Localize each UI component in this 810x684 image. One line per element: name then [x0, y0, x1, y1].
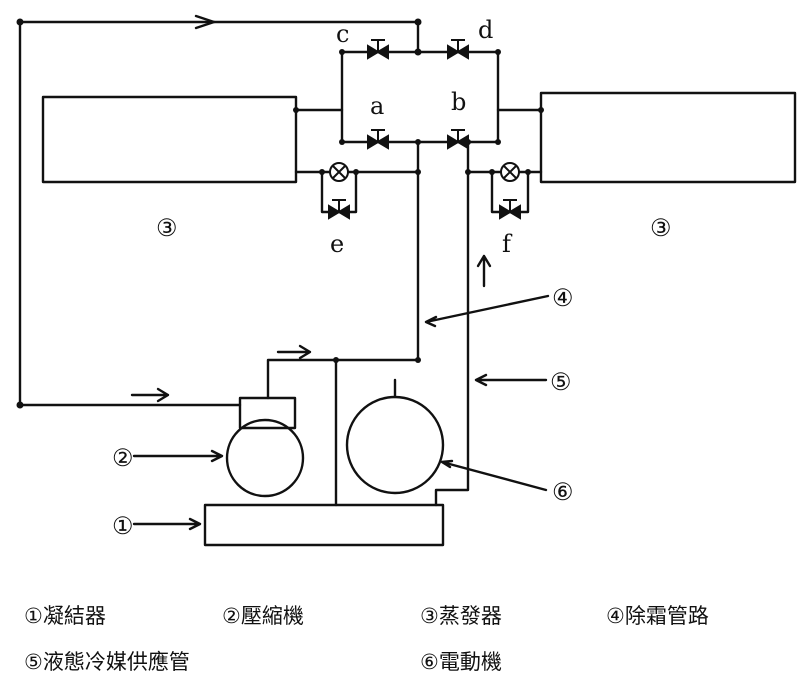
callout-compressor: ② [112, 444, 134, 472]
valve-e-label: e [330, 230, 344, 258]
callout-liquid-supply: ⑤ [550, 368, 572, 396]
valve-a [367, 129, 389, 150]
legend-item-liquid-supply: ⑤液態冷媒供應管 [24, 650, 190, 674]
callout-leader-liquid [474, 373, 548, 387]
flow-arrow-top [194, 14, 216, 30]
callout-leader-defrost [424, 294, 550, 328]
expansion-valve-right [500, 162, 520, 182]
compressor-head [238, 396, 297, 430]
callout-leader-compressor [132, 449, 224, 463]
refrigeration-defrost-diagram: c d a b e f ① ② ③ ③ ④ ⑤ ⑥ [16, 14, 797, 547]
valve-b [447, 129, 469, 150]
valve-d-label: d [478, 16, 493, 44]
valve-f [499, 199, 521, 220]
callout-defrost-line: ④ [552, 284, 574, 312]
valve-c [367, 39, 389, 60]
legend-item-evaporator: ③蒸發器 [420, 604, 502, 628]
callout-evaporator-right: ③ [650, 214, 672, 242]
legend-item-condenser: ①凝結器 [24, 604, 106, 628]
legend-item-motor: ⑥電動機 [420, 650, 502, 674]
condenser [203, 503, 445, 547]
valve-e [328, 199, 350, 220]
evaporator-left [41, 95, 298, 184]
flow-arrow-defrost [276, 344, 312, 360]
legend-item-compressor: ②壓縮機 [222, 604, 304, 628]
legend: ①凝結器 ②壓縮機 ③蒸發器 ④除霜管路 ⑤液態冷媒供應管 ⑥電動機 [0, 586, 810, 684]
valve-d [447, 39, 469, 60]
compressor [225, 418, 305, 498]
defrost-line [266, 140, 420, 400]
flow-arrow-left [130, 387, 170, 403]
valve-b-label: b [451, 88, 466, 116]
valve-a-label: a [370, 92, 384, 120]
valve-manifold [340, 50, 500, 144]
callout-leader-condenser [132, 517, 202, 531]
callout-condenser: ① [112, 512, 134, 540]
valve-c-label: c [336, 20, 349, 48]
expansion-valve-left [329, 162, 349, 182]
legend-item-defrost-line: ④除霜管路 [606, 604, 709, 628]
valve-f-label: f [502, 230, 513, 258]
callout-motor: ⑥ [552, 478, 574, 506]
evaporator-right [539, 91, 797, 184]
liquid-supply-line [434, 140, 470, 507]
callout-evaporator-left: ③ [156, 214, 178, 242]
hot-gas-return-line [18, 20, 420, 407]
callout-leader-motor [440, 459, 548, 492]
flow-arrow-liquid [476, 254, 492, 288]
motor [345, 395, 445, 495]
